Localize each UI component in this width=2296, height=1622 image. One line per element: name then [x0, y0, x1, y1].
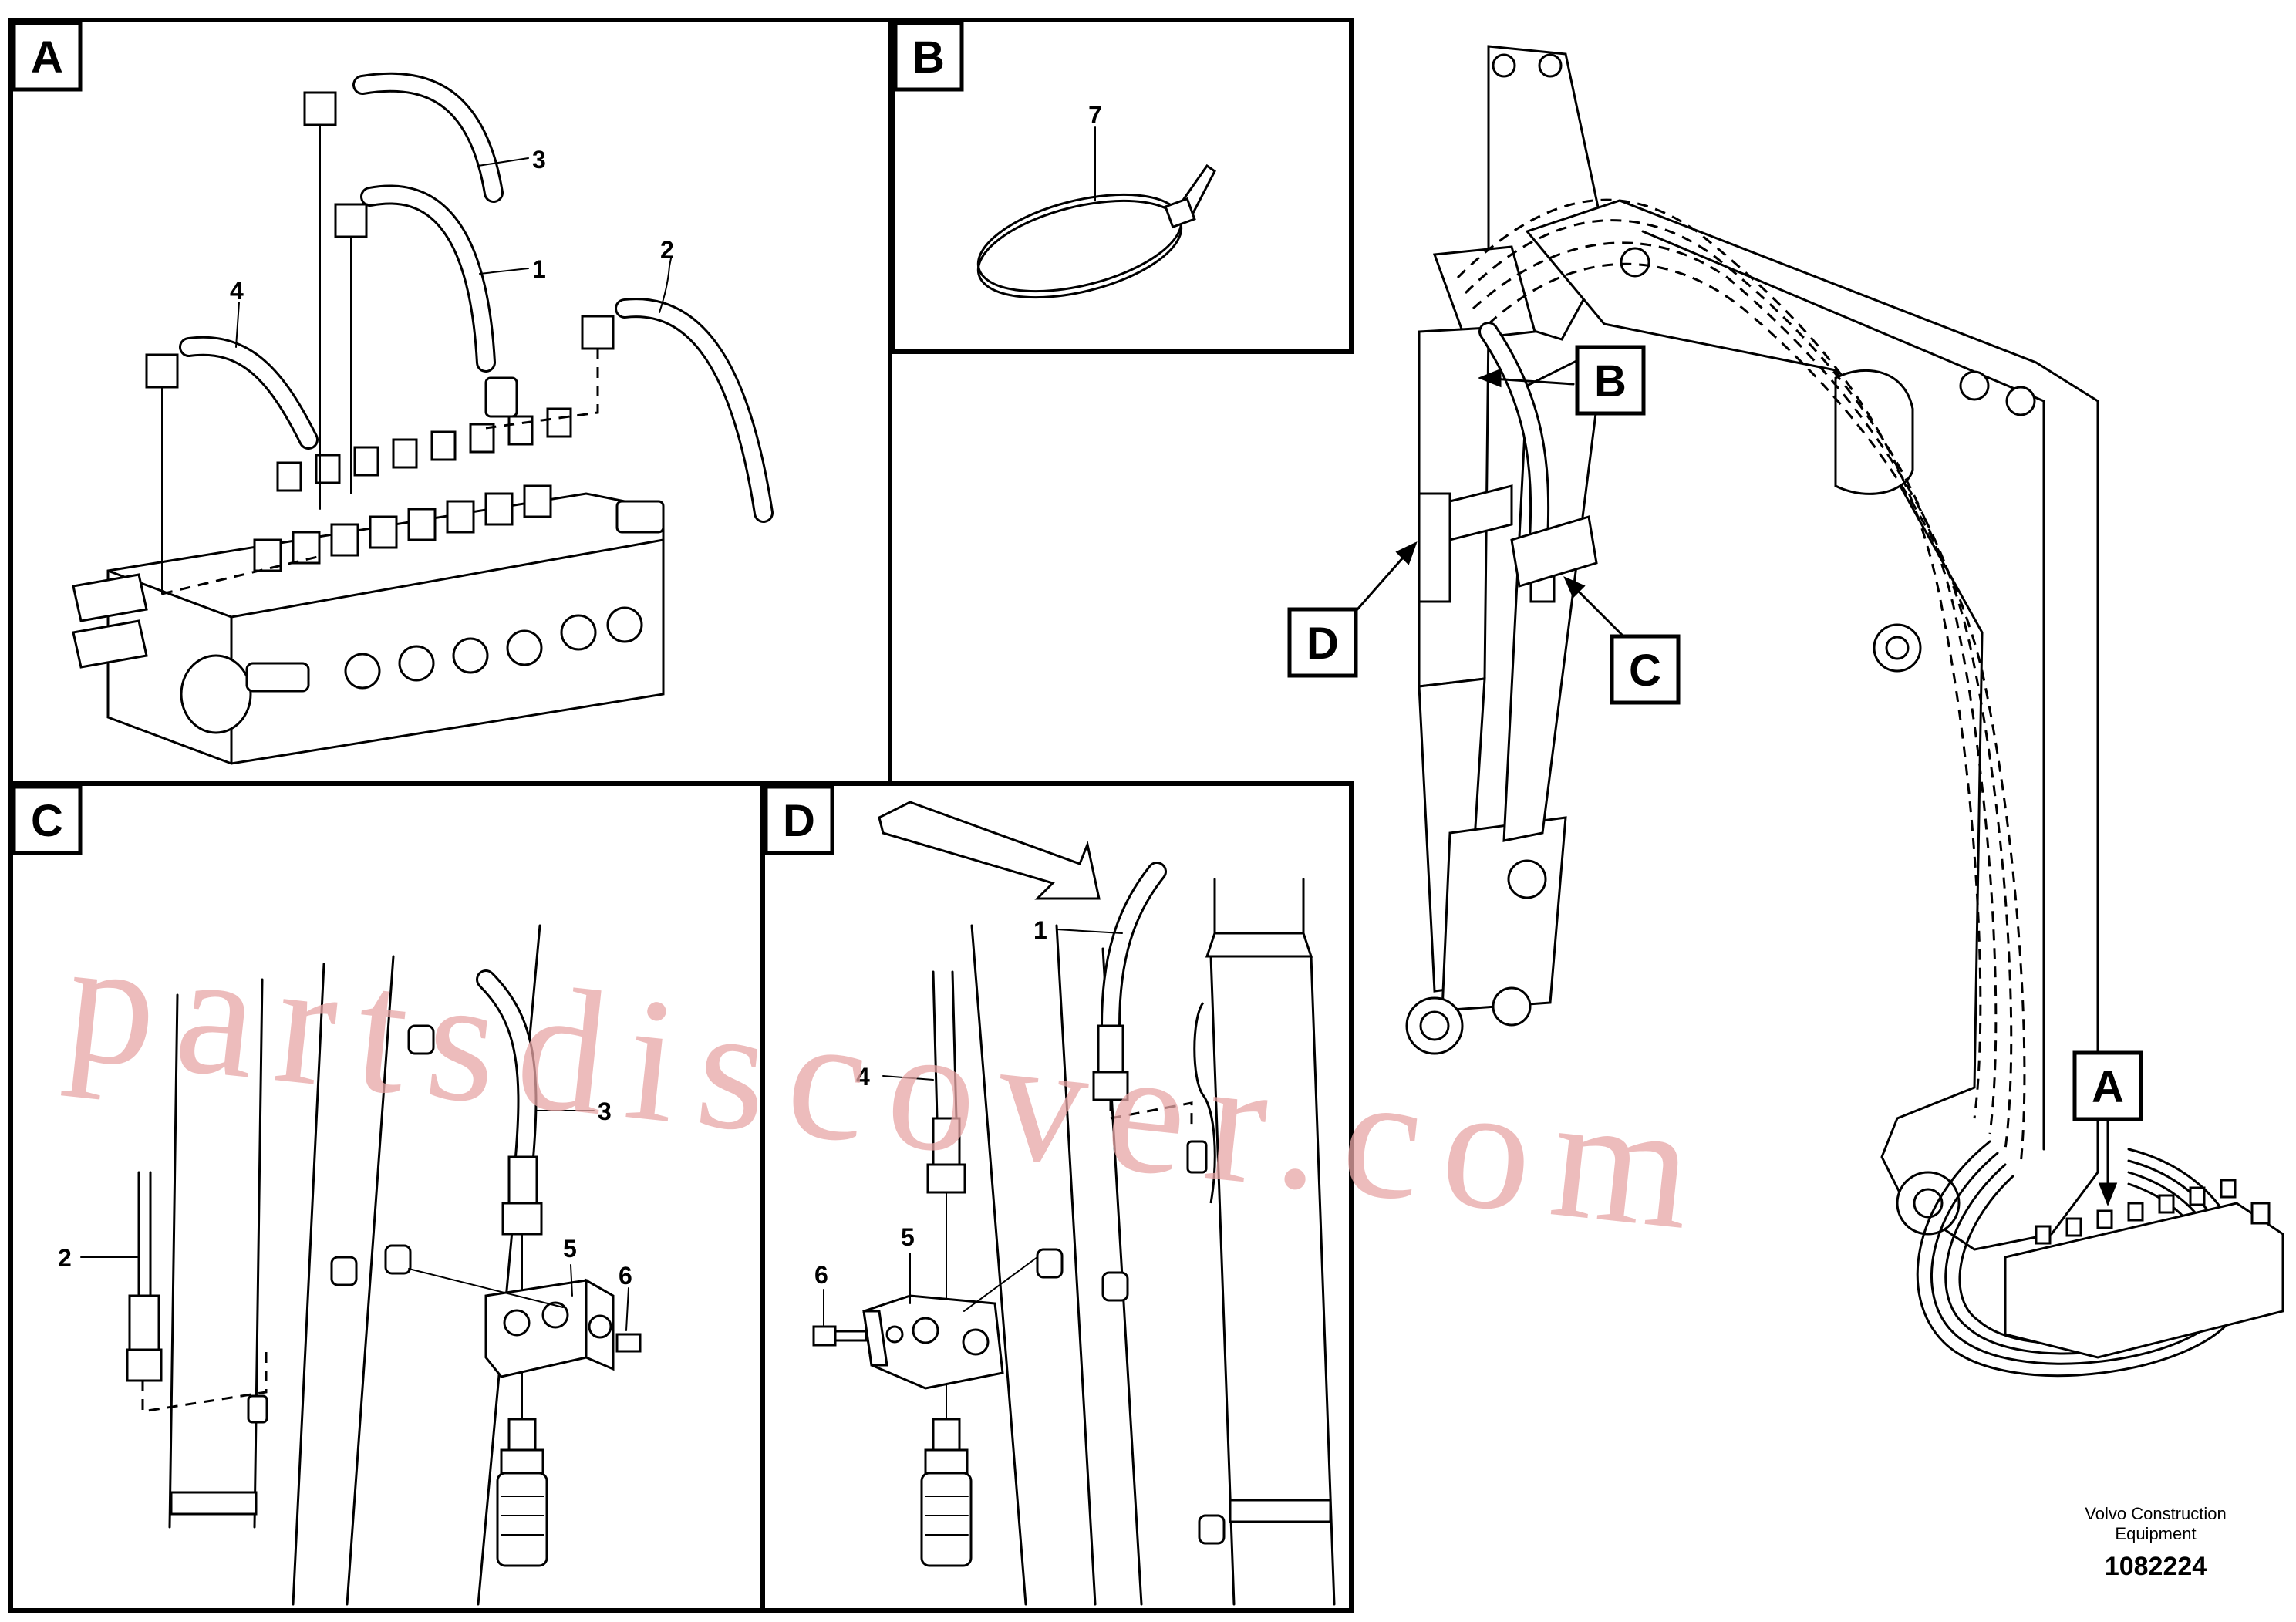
overview-label-c: C — [1563, 576, 1681, 705]
svg-text:B: B — [1594, 356, 1627, 406]
panel-a: A — [8, 18, 892, 786]
callout-c-2: 2 — [58, 1244, 72, 1272]
hose-1-panel-d — [1092, 862, 1193, 1126]
panel-c: C — [8, 781, 765, 1613]
leader-c-5 — [570, 1264, 573, 1297]
hose-4-panel-a — [145, 336, 325, 595]
bolt-panel-c — [615, 1287, 642, 1353]
callout-c-5: 5 — [563, 1235, 577, 1263]
arm-cylinder — [1405, 326, 1606, 1055]
panel-d-label-box — [764, 784, 834, 855]
overview-label-b: B — [1477, 345, 1646, 416]
callout-c-3: 3 — [598, 1098, 612, 1125]
callout-c-6: 6 — [619, 1262, 632, 1290]
valve-spools — [253, 376, 643, 690]
leader-a-3 — [477, 157, 529, 167]
callout-d-1: 1 — [1033, 916, 1047, 944]
cylinder-panel-d — [970, 878, 1336, 1606]
callout-d-6: 6 — [814, 1261, 828, 1289]
panel-b-label-box — [893, 21, 964, 92]
cable-tie — [976, 164, 1216, 299]
panel-b-label: B — [912, 32, 945, 83]
callout-a-1: 1 — [532, 255, 546, 283]
bracket-panel-d — [862, 1256, 1038, 1390]
leader-a-1 — [479, 268, 529, 275]
overview-label-a: A — [2072, 1050, 2143, 1207]
callout-a-2: 2 — [660, 236, 674, 264]
bracket-panel-c — [408, 1268, 615, 1378]
cylinder-tube-panel-c — [168, 924, 541, 1606]
hose-2-panel-c — [126, 1171, 268, 1413]
hose-1-panel-a — [334, 184, 496, 494]
hose-3-panel-a — [303, 72, 504, 510]
callout-d-5: 5 — [901, 1223, 915, 1251]
valve-block-overview — [2004, 1179, 2284, 1359]
callout-d-4: 4 — [856, 1063, 870, 1091]
panel-d-label: D — [783, 796, 815, 846]
callout-b-7: 7 — [1088, 101, 1102, 129]
panel-b: B 7 — [890, 18, 1354, 354]
drawing-number: 1082224 — [2105, 1552, 2207, 1581]
callout-a-4: 4 — [230, 277, 244, 305]
svg-text:A: A — [2092, 1062, 2124, 1112]
leader-a-2 — [659, 258, 672, 313]
control-valve-block — [72, 376, 665, 765]
view-direction-arrow — [878, 801, 1101, 900]
leader-a-4 — [235, 302, 240, 348]
panel-a-label-box — [12, 21, 83, 92]
leader-d-4 — [882, 1075, 934, 1081]
bolt-panel-d — [812, 1325, 868, 1347]
svg-text:C: C — [1629, 646, 1661, 696]
leader-d-1 — [1056, 929, 1123, 934]
quick-coupler-panel-c — [496, 1418, 548, 1567]
footer-company-line1: Volvo Construction — [2085, 1504, 2226, 1523]
quick-coupler-panel-d — [920, 1418, 973, 1567]
panel-b-frame — [890, 18, 1354, 354]
callout-a-3: 3 — [532, 146, 546, 174]
panel-d: D — [760, 781, 1354, 1613]
hose-routing — [1456, 198, 2026, 1165]
panel-c-label: C — [31, 796, 63, 846]
boom-overview: B D C A — [1287, 45, 2284, 1378]
svg-text:D: D — [1306, 619, 1339, 669]
overview-label-d: D — [1287, 541, 1418, 678]
panel-c-label-box — [12, 784, 83, 855]
footer-company-line2: Equipment — [2115, 1524, 2196, 1543]
hose-2-panel-a — [485, 298, 774, 523]
panel-a-label: A — [31, 32, 63, 83]
panel-d-frame — [760, 781, 1354, 1613]
